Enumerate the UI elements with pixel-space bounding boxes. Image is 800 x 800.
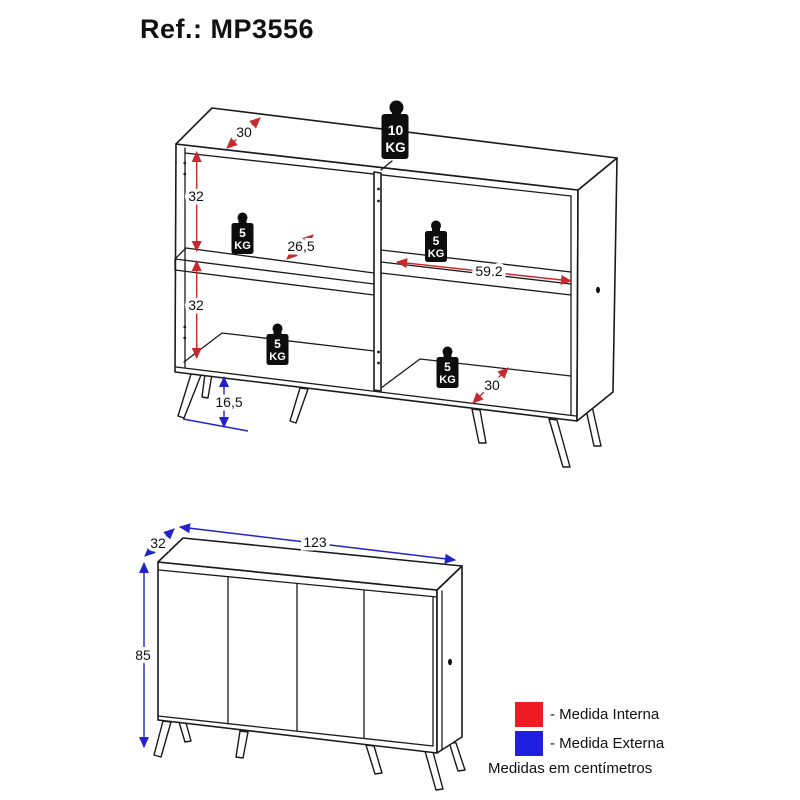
weight-unit: KG [234,240,251,252]
legend-external-row: - Medida Externa [488,731,698,756]
shelf-pin-holes [183,161,380,365]
internal-measure-swatch [515,702,543,727]
weight-10kg-unit: KG [385,140,405,155]
door-lines [157,569,443,751]
center-divider [373,171,382,392]
weight-value: 5 [274,337,281,351]
dim-label-leg-height: 16,5 [215,394,242,410]
external-measure-label: - Medida Externa [550,735,665,752]
weight-unit: KG [439,374,456,386]
dim-label-top-depth: 30 [236,124,252,140]
dim-label-depth: 32 [150,535,166,551]
weight-5kg-bottom-right-icon: 5 KG [436,346,459,388]
weight-5kg-right-shelf-icon: 5 KG [425,220,447,262]
dim-label-shelf-width: 59.2 [475,263,502,279]
weight-unit: KG [428,248,445,260]
side-knob [448,658,452,666]
weight-value: 5 [433,234,440,248]
cabinet-legs [177,373,602,468]
weight-5kg-bottom-left-icon: 5 KG [266,323,289,365]
external-measure-swatch [515,731,543,756]
legend-internal-row: - Medida Interna [488,702,698,727]
weight-10kg-icon: 10 KG [381,100,409,159]
dim-label-bottom-depth: 30 [484,377,500,393]
dim-label-height: 85 [135,647,151,663]
weight-value: 5 [444,360,451,374]
weight-10kg-value: 10 [388,122,404,138]
cabinet-legs [153,720,466,791]
units-note: Medidas em centímetros [488,760,653,777]
top-view-drawing: 10 KG 5 KG 5 KG 5 KG [174,100,618,468]
dim-label-shelf-depth: 26,5 [287,238,314,254]
weight-unit: KG [269,351,286,363]
dim-label-upper-height: 32 [188,188,204,204]
legend: - Medida Interna - Medida Externa Medida… [488,702,698,777]
weight-5kg-left-shelf-icon: 5 KG [231,212,254,254]
bottom-view-dimensions: 123 32 85 [132,523,457,749]
top-view-dimensions: 30 32 32 26,5 59.2 30 16,5 [182,117,573,432]
dim-label-width: 123 [303,534,327,550]
weight-value: 5 [239,226,246,240]
bottom-view-drawing: 123 32 85 [132,523,466,791]
internal-measure-label: - Medida Interna [550,706,660,723]
dim-label-lower-height: 32 [188,297,204,313]
side-knob [596,286,600,294]
page-title: Ref.: MP3556 [140,14,315,44]
